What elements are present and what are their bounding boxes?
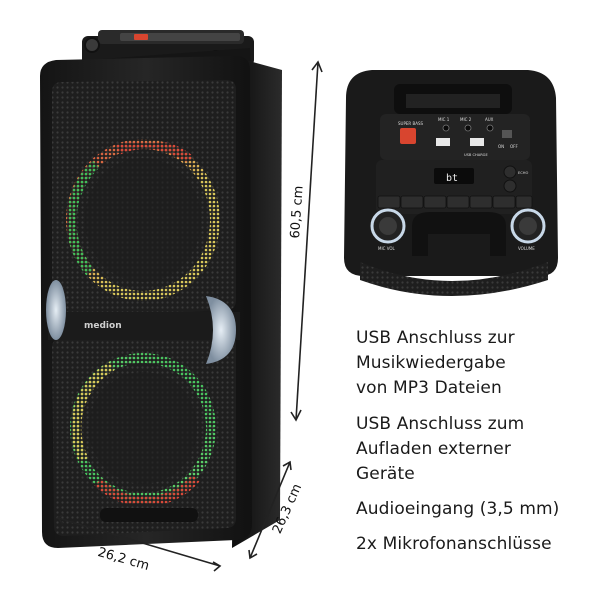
usb-charge-label: USB CHARGE xyxy=(464,153,488,157)
super-bass-label: SUPER BASS xyxy=(398,121,423,126)
top-knob-left xyxy=(84,37,100,53)
lower-led-ring xyxy=(70,353,216,507)
display-text: bt xyxy=(446,173,458,184)
echo-label: ECHO xyxy=(518,171,528,175)
feature-usb-charging: USB Anschluss zum Aufladen externer Gerä… xyxy=(356,412,524,487)
mic1-jack xyxy=(442,124,450,132)
feature-line: 2x Mikrofonanschlüsse xyxy=(356,534,552,554)
aux-label: AUX xyxy=(485,117,494,122)
width-dimension-line xyxy=(57,517,221,567)
power-switch xyxy=(502,130,512,138)
mic2-jack xyxy=(464,124,472,132)
left-side-light xyxy=(46,280,66,340)
feature-line: USB Anschluss zur xyxy=(356,328,515,348)
front-handle xyxy=(412,212,506,256)
top-red-button xyxy=(134,34,148,40)
usb-charge-port xyxy=(470,138,484,146)
upper-led-ring xyxy=(66,139,220,301)
off-label: OFF xyxy=(510,144,518,149)
mic-vol-label: MIC VOL xyxy=(378,246,396,251)
feature-line: Geräte xyxy=(356,464,415,484)
height-dimension-line xyxy=(295,61,319,421)
feature-mic-inputs: 2x Mikrofonanschlüsse xyxy=(356,532,552,557)
mic1-label: MIC 1 xyxy=(438,117,450,122)
speaker-front-view: medion xyxy=(40,30,282,548)
feature-line: Audioeingang (3,5 mm) xyxy=(356,499,560,519)
feature-line: USB Anschluss zum xyxy=(356,414,525,434)
super-bass-button xyxy=(400,128,416,144)
aux-jack xyxy=(486,124,494,132)
depth-dimension-line xyxy=(249,461,291,559)
feature-line: Aufladen externer xyxy=(356,439,511,459)
dimension-lines xyxy=(56,60,323,572)
brand-logo: medion xyxy=(84,321,122,331)
button-row xyxy=(377,195,533,209)
feature-usb-playback: USB Anschluss zur Musikwiedergabe von MP… xyxy=(356,326,515,401)
volume-label: VOLUME xyxy=(518,246,535,251)
mic2-label: MIC 2 xyxy=(460,117,472,122)
led-display xyxy=(434,168,474,184)
feature-audio-input: Audioeingang (3,5 mm) xyxy=(356,497,559,522)
feature-line: von MP3 Dateien xyxy=(356,378,502,398)
right-side-light xyxy=(206,296,236,364)
feature-line: Musikwiedergabe xyxy=(356,353,506,373)
echo-button xyxy=(503,165,517,179)
light-button xyxy=(503,179,517,193)
usb-port xyxy=(436,138,450,146)
on-label: ON xyxy=(498,144,504,149)
control-panel-view: SUPER BASS MIC 1 MIC 2 AUX USB CHARGE ON… xyxy=(344,70,558,296)
